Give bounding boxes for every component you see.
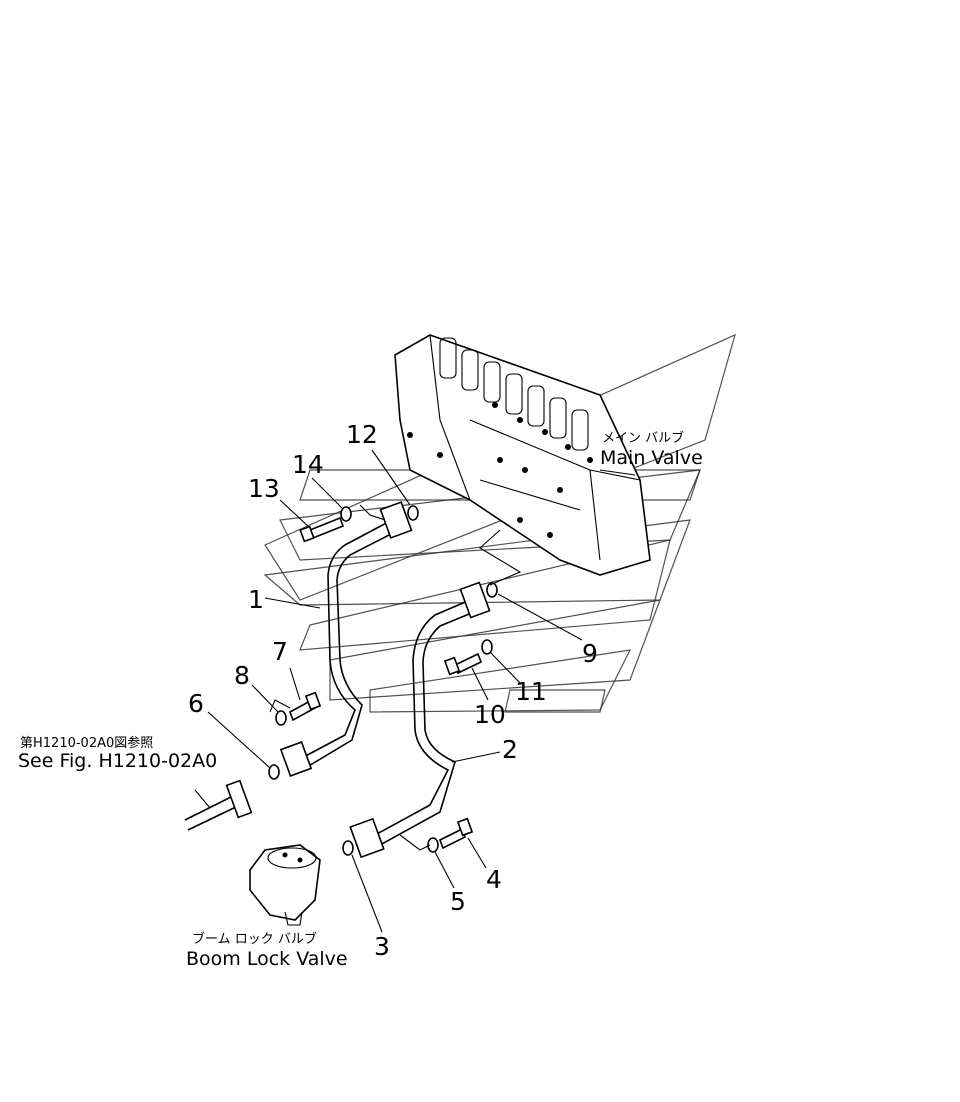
callout-14: 14 [292, 450, 324, 479]
callout-13: 13 [248, 474, 280, 503]
boom-lock-valve [249, 844, 321, 926]
boom-lock-valve-label: Boom Lock Valve [186, 948, 348, 970]
callout-11: 11 [515, 677, 547, 706]
main-valve-label-jp: メイン バルブ [602, 430, 684, 446]
callout-4: 4 [486, 865, 502, 894]
hardware [268, 505, 498, 856]
callout-3: 3 [374, 932, 390, 961]
callout-8: 8 [234, 661, 250, 690]
callout-1: 1 [248, 585, 264, 614]
pipe-2 [349, 581, 491, 859]
captions: メイン バルブ Main Valve ブーム ロック バルブ Boom Lock… [18, 430, 703, 970]
callouts: 1 2 3 4 5 6 7 8 9 10 11 12 13 14 [188, 420, 598, 961]
see-fig-label-jp: 第H1210-02A0図参照 [20, 735, 153, 751]
callout-2: 2 [502, 735, 518, 764]
boom-lock-valve-label-jp: ブーム ロック バルブ [192, 931, 317, 947]
callout-6: 6 [188, 689, 204, 718]
callout-7: 7 [272, 637, 288, 666]
leader-lines [194, 449, 636, 933]
callout-9: 9 [582, 639, 598, 668]
see-fig-label: See Fig. H1210-02A0 [18, 750, 217, 772]
pipe-1 [279, 501, 413, 777]
main-valve [394, 334, 651, 576]
callout-12: 12 [346, 420, 378, 449]
external-pipe [184, 779, 253, 831]
callout-5: 5 [450, 887, 466, 916]
callout-10: 10 [474, 700, 506, 729]
main-valve-label: Main Valve [600, 447, 703, 469]
